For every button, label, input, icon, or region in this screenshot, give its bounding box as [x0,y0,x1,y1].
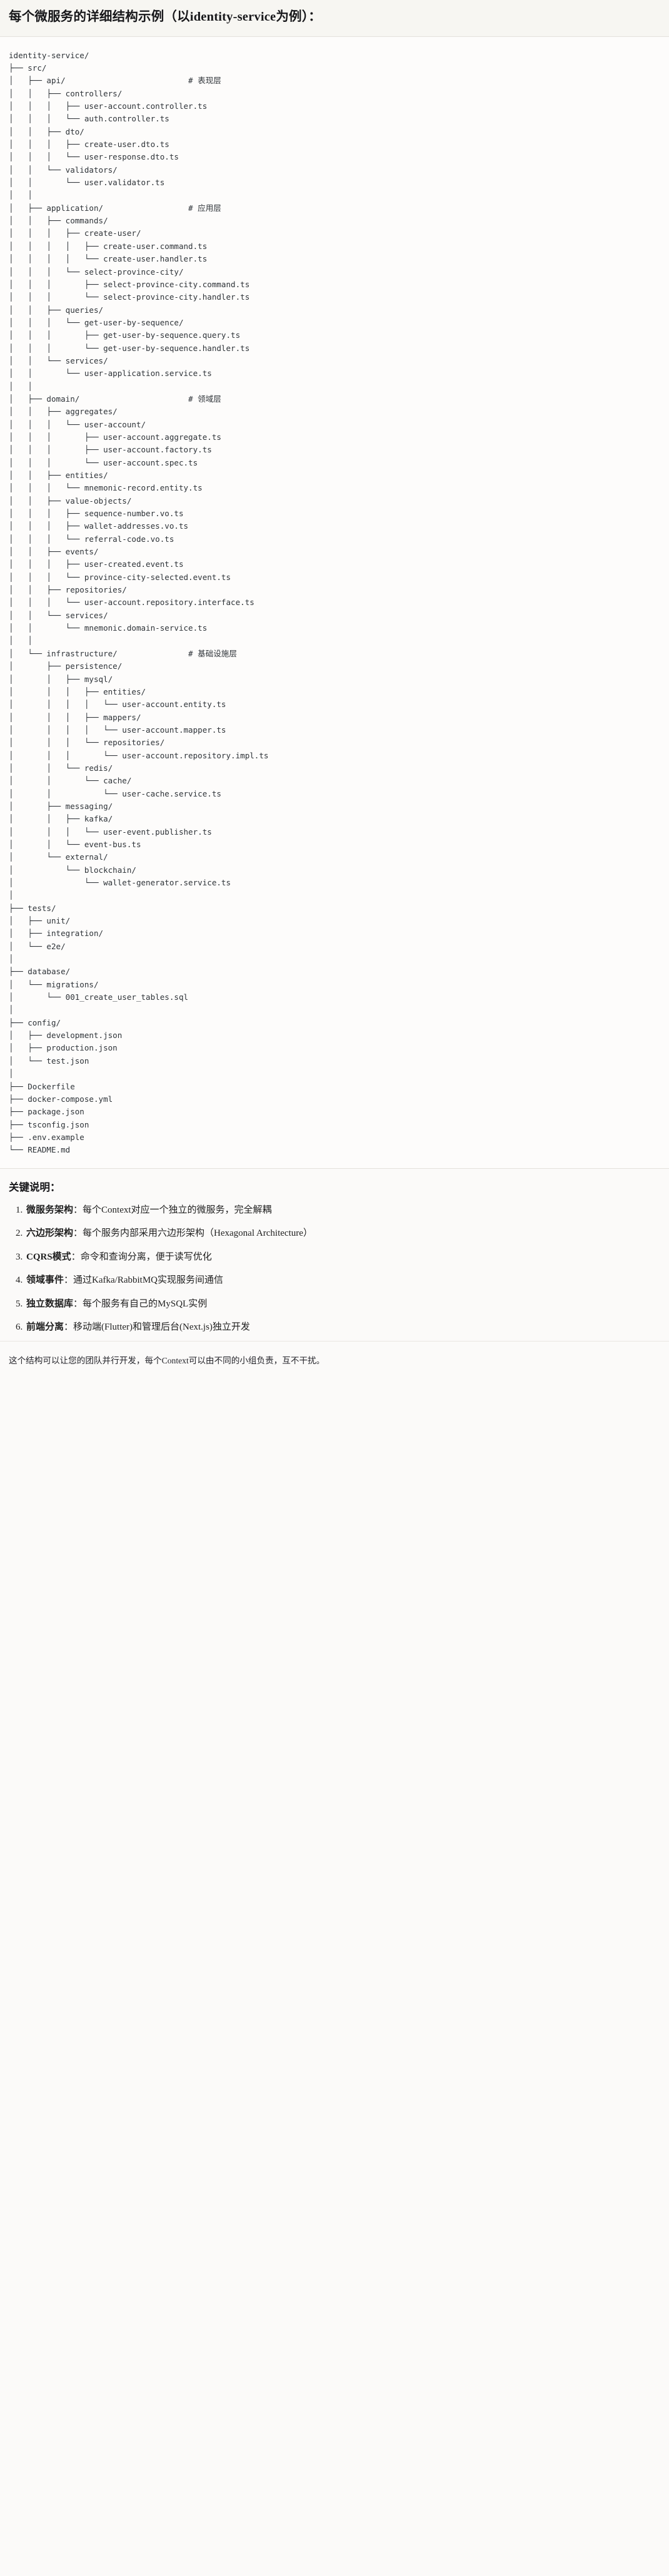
list-item: 独立数据库：每个服务有自己的MySQL实例 [25,1297,660,1311]
key-point-term: 前端分离 [26,1322,64,1333]
key-point-description: 每个Context对应一个独立的微服务，完全解耦 [83,1204,272,1215]
key-point-description: 每个服务有自己的MySQL实例 [83,1298,208,1309]
list-item: CQRS模式：命令和查询分离，便于读写优化 [25,1250,660,1265]
directory-tree-block: identity-service/ ├── src/ │ ├── api/ # … [0,36,669,1169]
list-item: 领域事件：通过Kafka/RabbitMQ实现服务间通信 [25,1273,660,1288]
key-point-term: 六边形架构 [26,1228,74,1239]
key-point-description: 每个服务内部采用六边形架构（Hexagonal Architecture） [83,1228,313,1239]
key-point-term: 领域事件 [26,1275,64,1286]
key-point-separator: ： [64,1322,74,1333]
key-point-separator: ： [71,1251,81,1262]
key-point-separator: ： [73,1298,83,1309]
key-point-separator: ： [73,1204,83,1215]
key-point-term: CQRS模式 [26,1251,71,1262]
directory-tree: identity-service/ ├── src/ │ ├── api/ # … [9,50,269,1155]
key-point-term: 独立数据库 [26,1298,74,1309]
page-title-bar: 每个微服务的详细结构示例（以identity-service为例）： [0,0,669,37]
key-point-separator: ： [64,1275,74,1286]
key-points-list: 微服务架构：每个Context对应一个独立的微服务，完全解耦 六边形架构：每个服… [9,1203,660,1335]
closing-paragraph: 这个结构可以让您的团队并行开发，每个Context可以由不同的小组负责，互不干扰… [0,1340,669,1378]
key-point-term: 微服务架构 [26,1204,74,1215]
key-points-heading: 关键说明： [9,1181,61,1193]
key-point-description: 命令和查询分离，便于读写优化 [80,1251,212,1262]
document-page: 每个微服务的详细结构示例（以identity-service为例）： ident… [0,0,669,1377]
list-item: 前端分离：移动端(Flutter)和管理后台(Next.js)独立开发 [25,1320,660,1335]
list-item: 微服务架构：每个Context对应一个独立的微服务，完全解耦 [25,1203,660,1218]
key-point-separator: ： [73,1228,83,1239]
key-point-description: 移动端(Flutter)和管理后台(Next.js)独立开发 [73,1322,250,1333]
key-points-section: 关键说明： 微服务架构：每个Context对应一个独立的微服务，完全解耦 六边形… [0,1168,669,1341]
page-title: 每个微服务的详细结构示例（以identity-service为例）： [9,10,321,24]
key-point-description: 通过Kafka/RabbitMQ实现服务间通信 [73,1275,224,1286]
list-item: 六边形架构：每个服务内部采用六边形架构（Hexagonal Architectu… [25,1226,660,1241]
